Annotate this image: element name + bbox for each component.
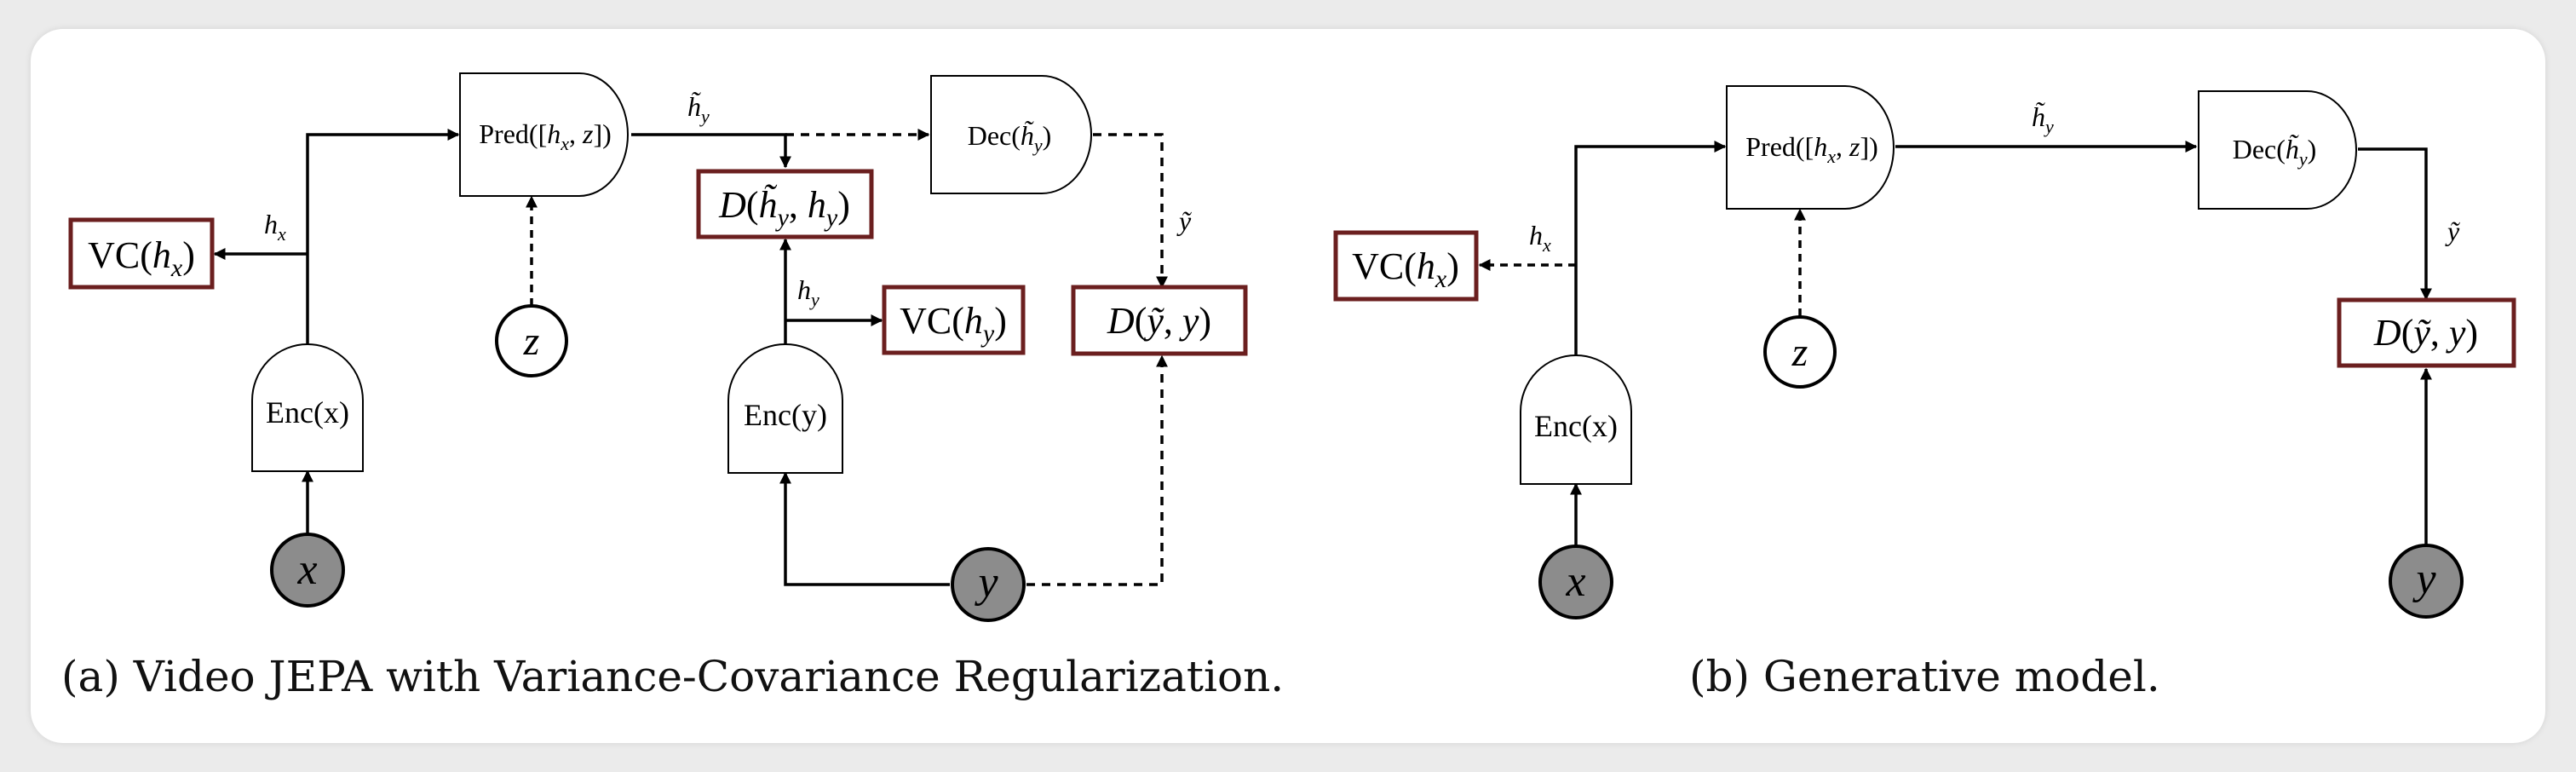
panel-b-dec-node: Dec(h̃y) — [2198, 90, 2357, 210]
edge-encx-to-pred — [306, 129, 460, 344]
panel-b-edges — [1478, 141, 2432, 545]
panel-a-vc-hy-node: VC(hy) — [882, 285, 1026, 355]
panel-a-y-label: y — [974, 558, 998, 607]
svg-text:VC(hx): VC(hx) — [88, 234, 195, 282]
svg-text:D(ỹ, y): D(ỹ, y) — [2373, 312, 2478, 354]
edge-pred-to-dlatent — [631, 133, 791, 169]
edge-b-dec-to-doutput — [2358, 147, 2432, 301]
panel-a-x-label: x — [296, 545, 317, 594]
panel-a-y-tilde-edge-label: ỹ — [1176, 205, 1192, 236]
panel-b-y-node: y — [2389, 544, 2464, 619]
panel-a-encx-label: Enc(x) — [266, 395, 349, 429]
panel-b-y-label: y — [2412, 555, 2436, 603]
panel-b-x-label: x — [1565, 557, 1585, 606]
panel-a-d-latent-node: D(h̃y, hy) — [696, 169, 874, 239]
panel-b-pred-node: Pred([hx, z]) — [1726, 85, 1895, 210]
edge-b-encx-to-pred — [1574, 141, 1727, 356]
panel-a-pred-node: Pred([hx, z]) — [459, 72, 629, 197]
panel-b-caption: (b) Generative model. — [1689, 652, 2160, 701]
panel-a-z-label: z — [523, 319, 540, 364]
panel-a-hy-tilde-edge-label: h̃y — [687, 91, 710, 127]
svg-text:Pred([hx, z]): Pred([hx, z]) — [479, 118, 612, 154]
panel-b-d-output-node: D(ỹ, y) — [2337, 297, 2516, 368]
edge-y-to-doutput — [1026, 354, 1168, 586]
panel-b-vc-hx-node: VC(hx) — [1333, 230, 1479, 302]
panel-a-edges — [213, 129, 1168, 586]
panel-a-z-node: z — [495, 304, 568, 377]
panel-a-caption: (a) Video JEPA with Variance-Covariance … — [61, 652, 1285, 701]
panel-b-x-node: x — [1538, 544, 1613, 619]
panel-b-encx-label: Enc(x) — [1534, 409, 1618, 443]
panel-b-hx-edge-label: hx — [1529, 220, 1551, 256]
panel-a-hx-edge-label: hx — [264, 209, 286, 245]
panel-a-hy-edge-label: hy — [797, 274, 819, 310]
panel-b-encx-node: Enc(x) — [1520, 354, 1632, 485]
panel-a-dec-node: Dec(h̃y) — [930, 75, 1092, 194]
panel-b-y-tilde-edge-label: ỹ — [2445, 216, 2460, 246]
panel-b-hy-tilde-edge-label: h̃y — [2032, 101, 2054, 137]
panel-a-d-output-node: D(ỹ, y) — [1071, 285, 1248, 356]
edge-dec-to-doutput — [1093, 133, 1168, 289]
panel-a-ency-node: Enc(y) — [727, 343, 843, 474]
panel-b-z-label: z — [1791, 330, 1808, 375]
panel-b-z-node: z — [1763, 315, 1837, 389]
svg-text:D(h̃y, hy): D(h̃y, hy) — [718, 184, 850, 232]
panel-a-x-node: x — [270, 533, 345, 608]
svg-text:Dec(h̃y): Dec(h̃y) — [968, 120, 1052, 156]
panel-a-encx-node: Enc(x) — [251, 343, 364, 472]
panel-a-vc-hx-node: VC(hx) — [68, 217, 215, 290]
panel-a-ency-label: Enc(y) — [744, 398, 827, 432]
edge-y-to-ency — [779, 471, 950, 586]
svg-text:D(ỹ, y): D(ỹ, y) — [1107, 300, 1211, 342]
panel-a-y-node: y — [951, 547, 1026, 622]
svg-text:Pred([hx, z]): Pred([hx, z]) — [1745, 131, 1878, 167]
